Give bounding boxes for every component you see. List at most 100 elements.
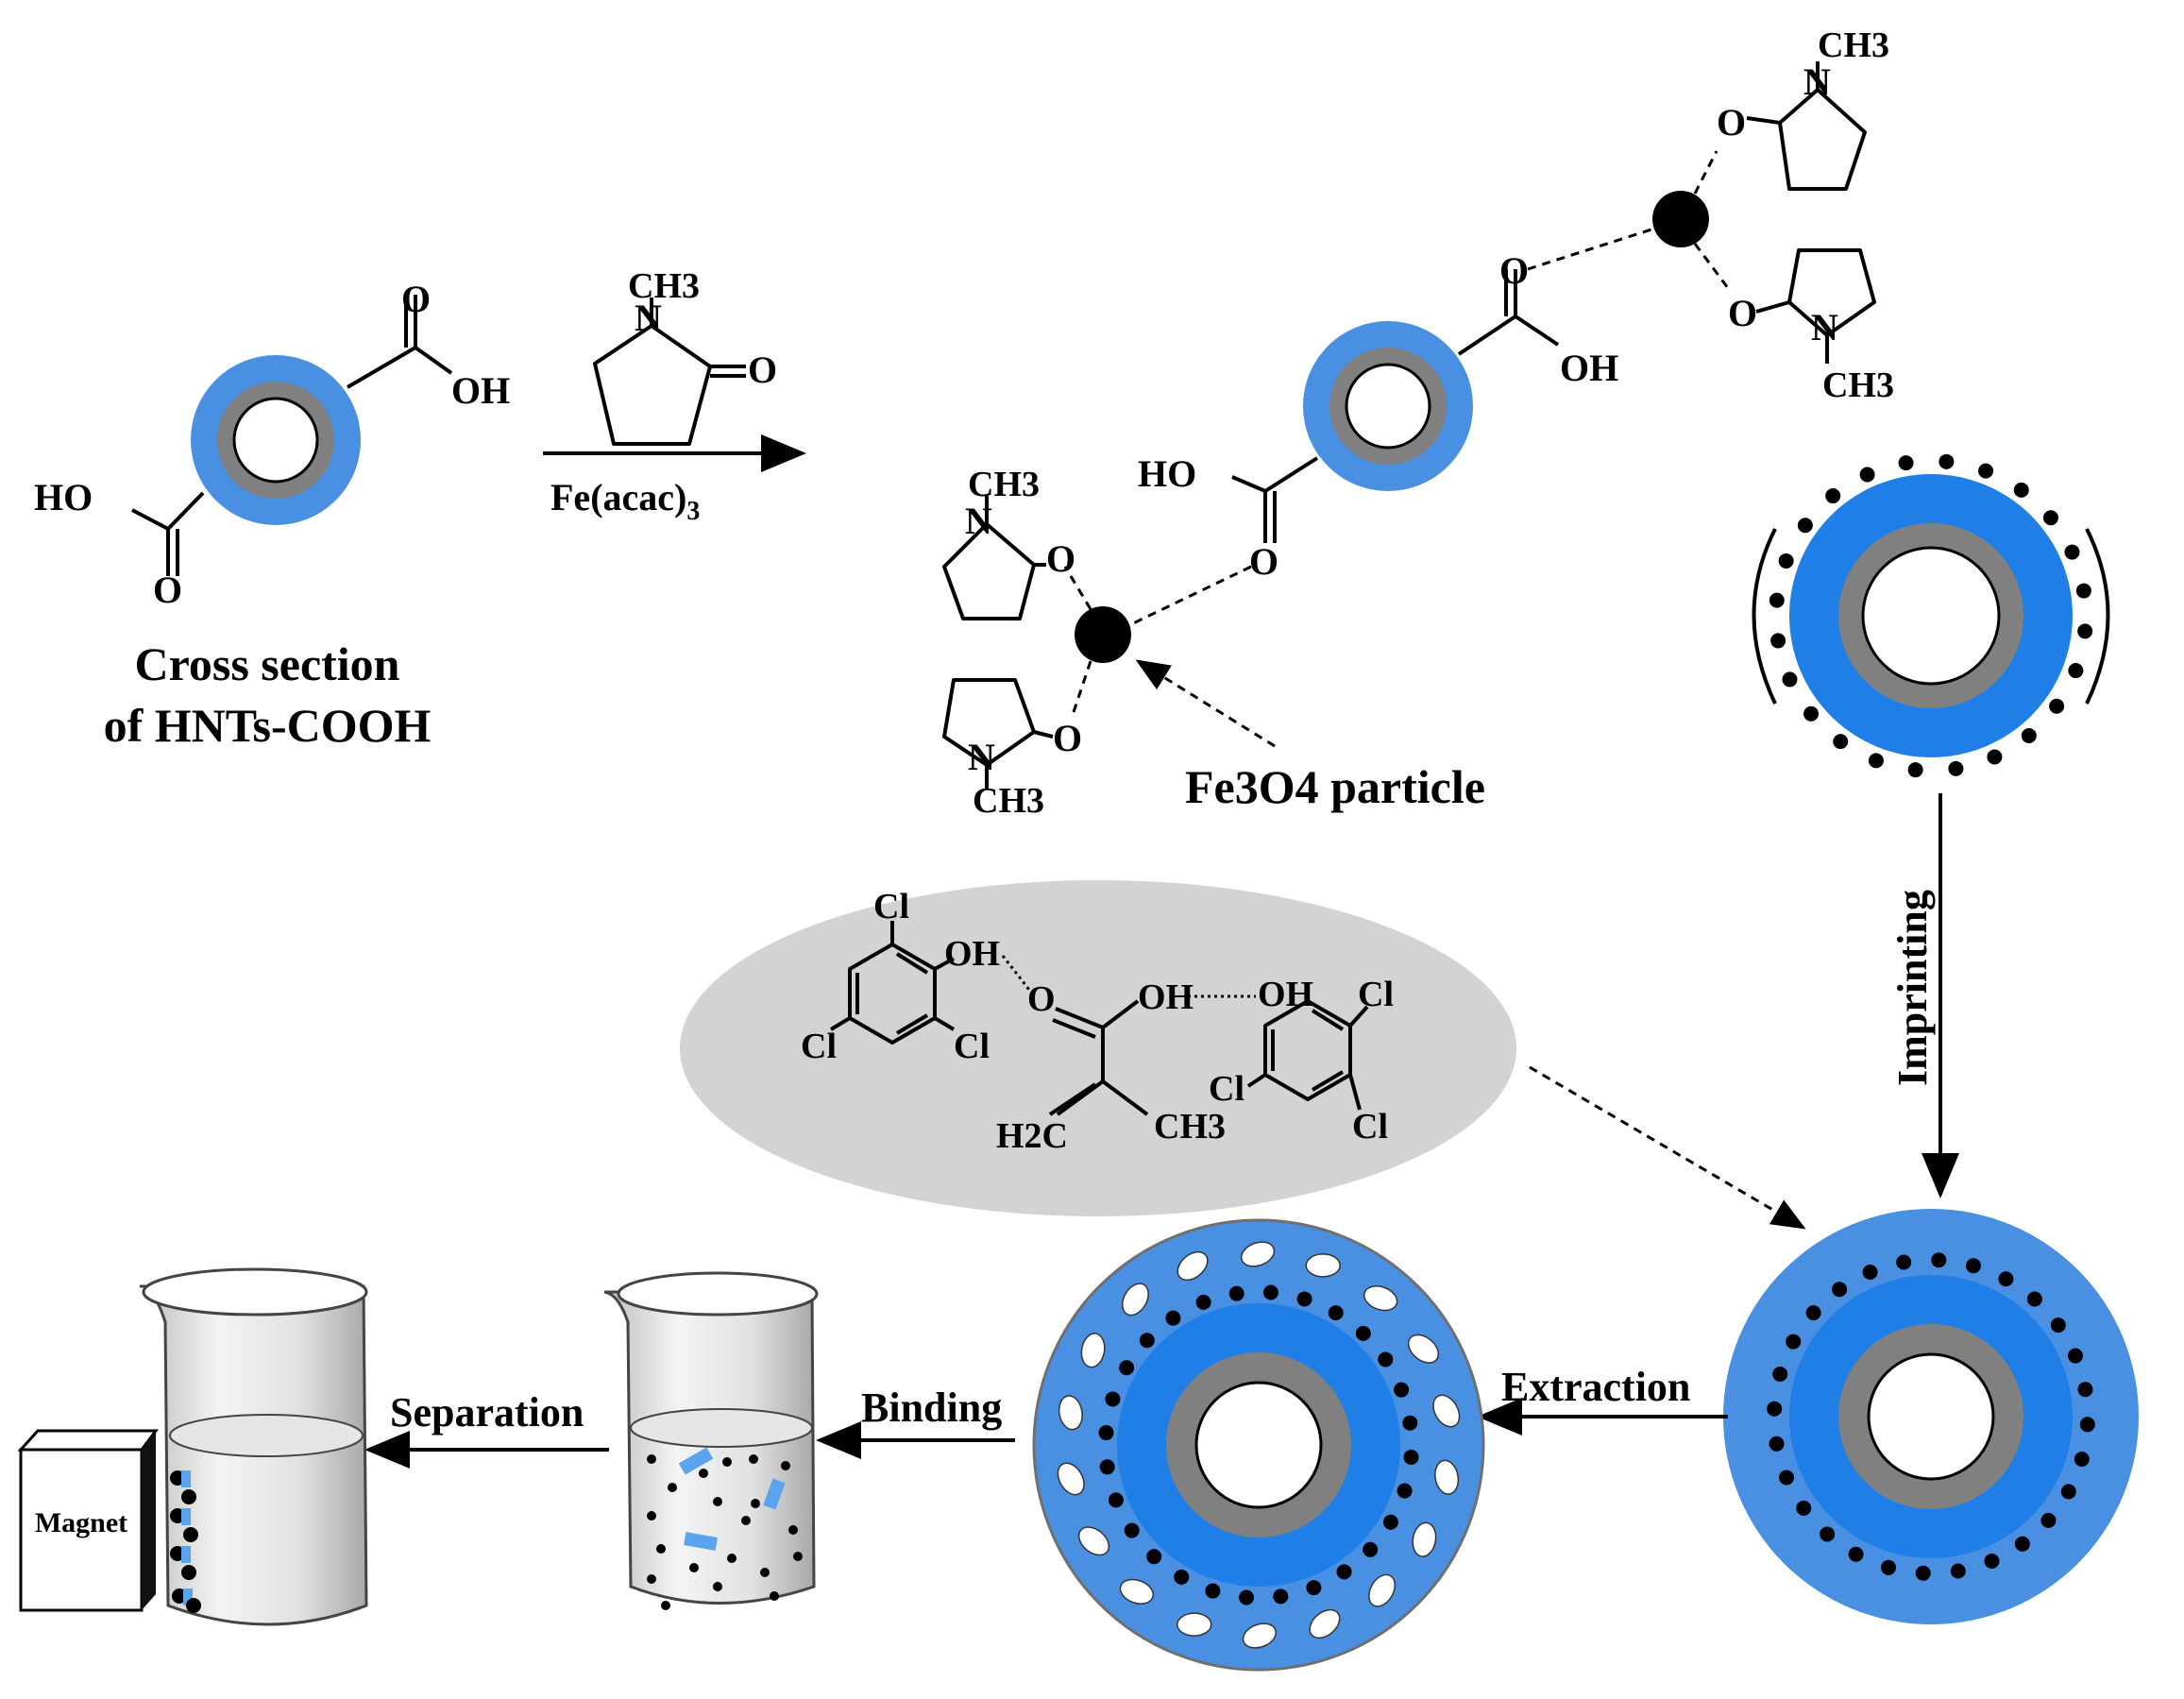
fe3o4-dot — [1984, 1553, 2000, 1569]
lumen — [1867, 1352, 1995, 1481]
fe3o4-dot — [1262, 1284, 1278, 1300]
cl-label: Cl — [1358, 975, 1394, 1014]
fe3o4-dot — [2060, 1484, 2076, 1500]
fe3o4-dot — [2074, 1451, 2090, 1467]
fe3o4-dot — [1769, 1436, 1785, 1452]
particle — [647, 1454, 656, 1464]
fe3o4-dot — [2077, 623, 2093, 639]
fe3o4-dot — [1394, 1382, 1410, 1398]
fe3o4-grafted-hnt: O OH HO O O N CH3 O N CH3 O N — [942, 25, 1894, 821]
ch3-label: CH3 — [1822, 365, 1894, 405]
fe3o4-dot — [1782, 671, 1798, 688]
fe3o4-dot — [2040, 1512, 2057, 1528]
fe3o4-dot — [1099, 1459, 1115, 1475]
fe3o4-dot — [2042, 510, 2058, 526]
imprinting-label: Imprinting — [1889, 890, 1936, 1086]
cavity — [1121, 1283, 1149, 1317]
fe3o4-dots-ring — [1098, 1284, 1419, 1606]
particle — [713, 1582, 722, 1591]
fe3o4-dot — [1119, 1360, 1135, 1376]
cavity — [1057, 1462, 1085, 1496]
cavity — [1368, 1573, 1397, 1607]
magnet-label: Magnet — [35, 1507, 127, 1538]
carbonyl-o-label: O — [401, 278, 431, 320]
ch3-label: CH3 — [1154, 1107, 1226, 1147]
h2c-label: H2C — [996, 1116, 1068, 1156]
template-molecule — [181, 1546, 191, 1563]
template-molecule — [684, 1532, 718, 1551]
fe3o4-dot — [2014, 1536, 2030, 1552]
cavity — [1412, 1521, 1437, 1557]
fe3o4-dot — [2075, 583, 2091, 599]
fe3o4-dot — [2079, 1417, 2095, 1433]
particle — [689, 1563, 699, 1572]
template-to-mip-arrow — [1529, 1065, 1806, 1230]
cross-section-label: Cross section — [134, 637, 399, 690]
fe3o4-dot — [1239, 1589, 1255, 1606]
cavity — [1432, 1394, 1461, 1428]
cavity — [1058, 1395, 1083, 1431]
cl-label: Cl — [1209, 1069, 1244, 1109]
fe-acac-label: Fe(acac)3 — [550, 476, 700, 526]
fe3o4-dot — [2021, 727, 2037, 743]
particle — [793, 1552, 803, 1561]
fe3o4-dot — [1139, 1333, 1155, 1349]
n-label: N — [965, 500, 992, 542]
template-complex-oval: Cl OH Cl Cl O OH H2C CH3 OH Cl Cl Cl — [680, 880, 1516, 1216]
nmp-n-label: N — [635, 297, 662, 339]
fe3o4-dot — [1796, 1500, 1812, 1516]
hnts-cooh-cross-section: O OH HO O Cross section of HNTs-COOH — [34, 278, 510, 752]
lumen — [1861, 546, 2001, 686]
separation-label: Separation — [390, 1389, 584, 1436]
particle — [668, 1483, 677, 1492]
fe3o4-dot — [1820, 1526, 1836, 1542]
fe3o4-dot — [1859, 467, 1875, 483]
fe3o4-dot — [1915, 1565, 1931, 1581]
oh-label: OH — [1258, 975, 1313, 1014]
magnetic-hnt — [1752, 453, 2110, 778]
oh-label: OH — [451, 369, 510, 412]
particle — [647, 1511, 656, 1521]
imprinting-step: Imprinting — [1889, 793, 1959, 1198]
magnet-top — [17, 1429, 159, 1452]
fe3o4-particle — [1652, 191, 1709, 247]
particle — [183, 1527, 198, 1542]
particle — [181, 1489, 196, 1504]
fe3o4-dot — [1174, 1569, 1190, 1585]
binding-step: Binding — [816, 1385, 1015, 1459]
particle — [181, 1565, 196, 1580]
oh-label: OH — [1560, 347, 1618, 389]
fe3o4-dot — [1931, 1252, 1947, 1268]
cavity — [1080, 1333, 1106, 1368]
o-label: O — [1499, 249, 1529, 292]
fe3o4-dot — [2026, 1291, 2042, 1307]
fe3o4-dot — [1306, 1580, 1322, 1596]
fe3o4-dot — [1397, 1483, 1413, 1499]
o-label: O — [1249, 540, 1278, 583]
liquid-surface — [630, 1408, 813, 1448]
fe3o4-dot — [1803, 705, 1820, 722]
fe3o4-dot — [1098, 1425, 1114, 1441]
imprinted-cavities — [1057, 1241, 1461, 1649]
particle — [656, 1544, 666, 1554]
cl-label: Cl — [873, 887, 909, 926]
particles — [647, 1454, 803, 1610]
cl-label: Cl — [954, 1027, 990, 1066]
oval-background — [680, 880, 1516, 1216]
ch3-label: CH3 — [1818, 25, 1889, 65]
fe3o4-dot — [1939, 453, 1955, 469]
extracted-mip — [1032, 1218, 1485, 1672]
fe3o4-dot — [1124, 1522, 1140, 1538]
fe3o4-dot — [1296, 1291, 1312, 1307]
fe3o4-dot — [1896, 1254, 1912, 1270]
fe3o4-dot — [1797, 518, 1813, 534]
particle — [661, 1601, 670, 1610]
fe3o4-dot — [1998, 1271, 2014, 1287]
fe3o4-dot — [1228, 1285, 1244, 1301]
n-label: N — [968, 736, 995, 778]
fe3o4-dot — [1948, 760, 1964, 776]
fe3o4-dot — [1779, 1470, 1795, 1486]
cavity — [1077, 1526, 1110, 1556]
cl-label: Cl — [1352, 1107, 1388, 1147]
